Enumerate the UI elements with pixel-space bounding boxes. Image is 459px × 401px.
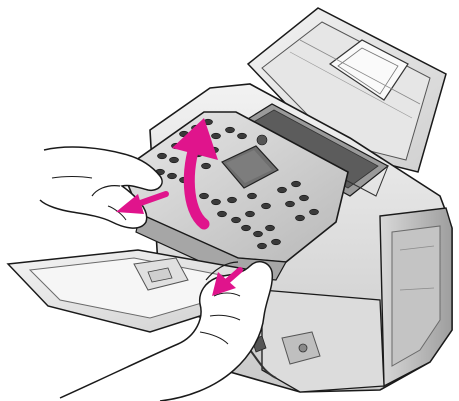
logo-badge: [257, 135, 267, 145]
